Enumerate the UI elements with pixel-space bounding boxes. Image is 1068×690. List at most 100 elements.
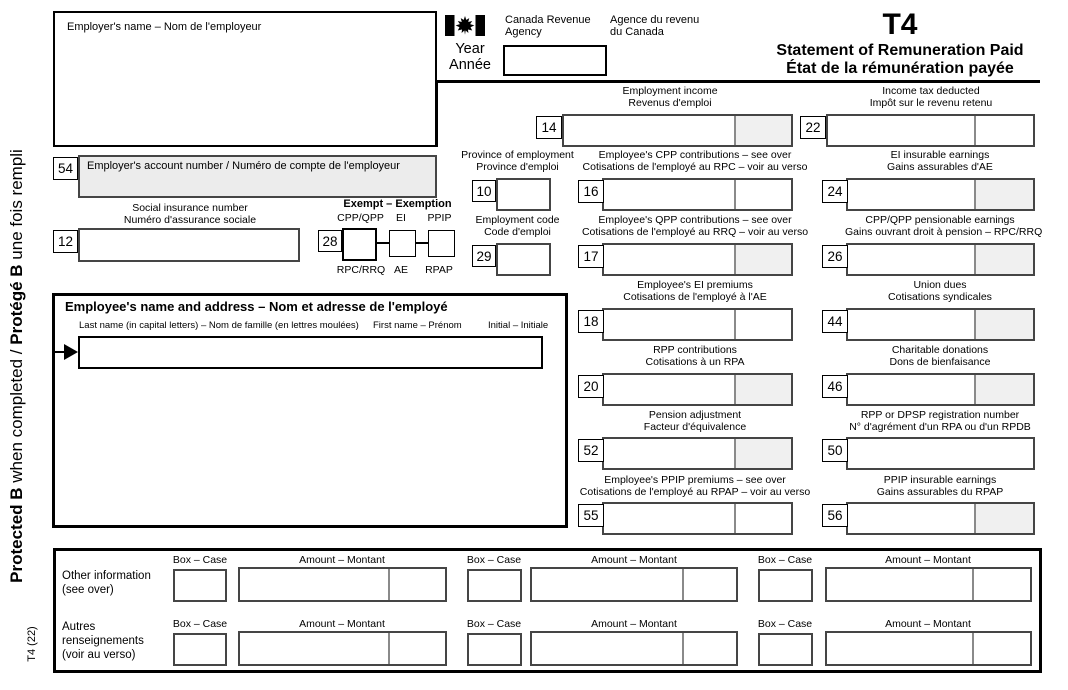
field-10-input[interactable]	[496, 178, 551, 211]
field-24-cents[interactable]	[974, 180, 1033, 209]
other-amount-cents[interactable]	[388, 633, 445, 664]
field-29-input[interactable]	[496, 243, 551, 276]
other-amount-input[interactable]	[825, 631, 1032, 666]
other-box-input[interactable]	[173, 633, 227, 666]
other-info-label-fr-2: renseignements	[62, 635, 144, 647]
other-amount-input[interactable]	[238, 567, 447, 602]
field-52-number: 52	[578, 439, 604, 462]
field-16-input[interactable]	[602, 178, 793, 211]
other-amount-cents[interactable]	[682, 569, 736, 600]
field-22-number: 22	[800, 116, 826, 139]
employer-account-input[interactable]: Employer's account number / Numéro de co…	[78, 155, 437, 198]
sin-input[interactable]	[78, 228, 300, 262]
amount-label: Amount – Montant	[299, 554, 385, 566]
employee-box-title: Employee's name and address – Nom et adr…	[65, 299, 448, 314]
exempt-connector-1	[377, 242, 389, 244]
field-18-cents[interactable]	[734, 310, 791, 339]
field-24-input[interactable]	[846, 178, 1035, 211]
field-26-cents[interactable]	[974, 245, 1033, 274]
field-56-cents[interactable]	[974, 504, 1033, 533]
field-17-cents[interactable]	[734, 245, 791, 274]
field-46-cents[interactable]	[974, 375, 1033, 404]
other-info-label-en-1: Other information	[62, 570, 151, 582]
field-26-number: 26	[822, 245, 848, 268]
other-box-input[interactable]	[467, 633, 522, 666]
employer-name-box[interactable]: Employer's name – Nom de l'employeur	[53, 11, 437, 147]
field-56-input[interactable]	[846, 502, 1035, 535]
protected-note: Protected B when completed / Protégé B u…	[7, 102, 27, 630]
field-22-cents[interactable]	[974, 116, 1033, 145]
other-amount-input[interactable]	[530, 631, 738, 666]
field-55-input[interactable]	[602, 502, 793, 535]
field-14-number: 14	[536, 116, 562, 139]
field-14-cents[interactable]	[734, 116, 791, 145]
exempt-rpc-label: RPC/RRQ	[336, 264, 386, 276]
field-55-cents[interactable]	[734, 504, 791, 533]
other-info-label-en-2: (see over)	[62, 584, 114, 596]
field-52-cents[interactable]	[734, 439, 791, 468]
other-box-input[interactable]	[758, 633, 813, 666]
other-amount-input[interactable]	[825, 567, 1032, 602]
employee-address-box[interactable]	[52, 293, 568, 528]
field-44-cents[interactable]	[974, 310, 1033, 339]
exempt-ppip-checkbox[interactable]	[428, 230, 455, 257]
employee-name-input[interactable]	[78, 336, 543, 369]
exempt-rpap-label: RPAP	[425, 264, 453, 276]
field-14-input[interactable]	[562, 114, 793, 147]
field-26-input[interactable]	[846, 243, 1035, 276]
other-box-input[interactable]	[758, 569, 813, 602]
field-52-input[interactable]	[602, 437, 793, 470]
field-18-input[interactable]	[602, 308, 793, 341]
protected-note-en-bold: Protected B	[7, 487, 26, 583]
other-amount-input[interactable]	[238, 631, 447, 666]
field-54-label: Employer's account number / Numéro de co…	[87, 160, 400, 172]
field-46-input[interactable]	[846, 373, 1035, 406]
exempt-connector-2	[416, 242, 428, 244]
canada-flag-icon	[445, 15, 485, 36]
exempt-ei-checkbox[interactable]	[389, 230, 416, 257]
year-input[interactable]	[503, 45, 607, 76]
other-box-input[interactable]	[467, 569, 522, 602]
box-case-label: Box – Case	[466, 554, 522, 566]
field-20-cents[interactable]	[734, 375, 791, 404]
exempt-ei-label: EI	[396, 212, 406, 224]
protected-note-fr: une fois rempli	[7, 149, 26, 265]
field-17-number: 17	[578, 245, 604, 268]
other-amount-input[interactable]	[530, 567, 738, 602]
field-17-input[interactable]	[602, 243, 793, 276]
field-16-cents[interactable]	[734, 180, 791, 209]
other-amount-cents[interactable]	[972, 633, 1030, 664]
exempt-title: Exempt – Exemption	[343, 198, 452, 210]
other-amount-cents[interactable]	[682, 633, 736, 664]
other-amount-cents[interactable]	[972, 569, 1030, 600]
box-case-label: Box – Case	[172, 554, 228, 566]
field-22-input[interactable]	[826, 114, 1035, 147]
field-20-input[interactable]	[602, 373, 793, 406]
exempt-cpp-checkbox[interactable]	[342, 228, 377, 261]
field-55-number: 55	[578, 504, 604, 527]
field-50-input[interactable]	[846, 437, 1035, 470]
field-28-number: 28	[318, 230, 342, 252]
amount-label: Amount – Montant	[885, 554, 971, 566]
other-box-input[interactable]	[173, 569, 227, 602]
form-subtitle-en: Statement of Remuneration Paid	[776, 42, 1024, 59]
other-amount-cents[interactable]	[388, 569, 445, 600]
field-24-number: 24	[822, 180, 848, 203]
field-44-input[interactable]	[846, 308, 1035, 341]
field-56-number: 56	[822, 504, 848, 527]
other-info-label-fr-1: Autres	[62, 621, 96, 633]
box-case-label: Box – Case	[172, 618, 228, 630]
name-arrow-icon	[64, 344, 78, 360]
